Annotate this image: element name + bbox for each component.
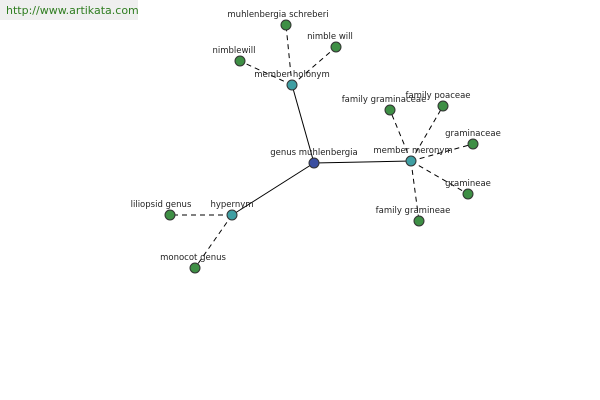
leaf-node-label[interactable]: family poaceae xyxy=(405,91,470,101)
edge-center-to-member-holonym xyxy=(291,84,315,164)
node-family-poaceae[interactable]: family poaceae xyxy=(405,91,471,112)
watermark-banner: http://www.artikata.com xyxy=(0,0,139,20)
edge-member-meronym-to-graminaceae xyxy=(410,143,474,162)
graph-edges xyxy=(170,24,474,269)
leaf-node-label[interactable]: liliopsid genus xyxy=(131,200,192,210)
node-center[interactable]: genus muhlenbergia xyxy=(270,148,358,169)
leaf-node-marker[interactable] xyxy=(413,215,425,227)
leaf-node-label[interactable]: monocot genus xyxy=(160,253,226,263)
leaf-node-marker[interactable] xyxy=(384,104,396,116)
relation-node-marker[interactable] xyxy=(286,79,298,91)
leaf-node-marker[interactable] xyxy=(330,41,342,53)
edge-member-meronym-to-family-poaceae xyxy=(410,105,444,162)
center-node-marker[interactable] xyxy=(308,157,320,169)
relation-node-marker[interactable] xyxy=(405,155,417,167)
node-graminaceae[interactable]: graminaceae xyxy=(445,129,501,150)
relation-node-marker[interactable] xyxy=(226,209,238,221)
node-member-holonym[interactable]: member holonym xyxy=(254,70,330,91)
relation-node-label[interactable]: member holonym xyxy=(254,70,329,80)
leaf-node-marker[interactable] xyxy=(437,100,449,112)
leaf-node-marker[interactable] xyxy=(280,19,292,31)
edge-member-meronym-to-family-graminaceae xyxy=(389,109,412,162)
node-member-meronym[interactable]: member meronym xyxy=(373,146,453,167)
edge-member-meronym-to-gramineae xyxy=(410,160,469,195)
leaf-node-label[interactable]: family graminaceae xyxy=(342,95,427,105)
node-gramineae[interactable]: gramineae xyxy=(445,179,491,200)
node-family-gramineae[interactable]: family gramineae xyxy=(376,206,451,227)
node-muhlenbergia-schreberi[interactable]: muhlenbergia schreberi xyxy=(227,10,329,31)
edge-center-to-hypernym xyxy=(231,162,315,216)
edge-member-holonym-to-nimble-will xyxy=(291,46,337,86)
node-nimblewill[interactable]: nimblewill xyxy=(212,46,256,67)
leaf-node-marker[interactable] xyxy=(467,138,479,150)
node-liliopsid-genus[interactable]: liliopsid genus xyxy=(131,200,192,221)
edge-member-holonym-to-nimblewill xyxy=(239,60,293,86)
node-nimble-will[interactable]: nimble will xyxy=(307,32,353,53)
leaf-node-marker[interactable] xyxy=(234,55,246,67)
leaf-node-label[interactable]: gramineae xyxy=(445,179,491,189)
leaf-node-label[interactable]: graminaceae xyxy=(445,129,501,139)
edge-member-holonym-to-muhlenbergia-schreberi xyxy=(285,24,293,86)
leaf-node-label[interactable]: muhlenbergia schreberi xyxy=(227,10,328,20)
leaf-node-marker[interactable] xyxy=(189,262,201,274)
relation-node-label[interactable]: member meronym xyxy=(373,146,452,156)
node-hypernym[interactable]: hypernym xyxy=(210,200,254,221)
watermark-link[interactable]: http://www.artikata.com xyxy=(6,4,139,17)
edge-center-to-member-meronym xyxy=(313,160,412,164)
relation-node-label[interactable]: hypernym xyxy=(210,200,253,210)
edge-member-meronym-to-family-gramineae xyxy=(410,160,420,222)
center-node-label[interactable]: genus muhlenbergia xyxy=(270,148,358,158)
graph-nodes: muhlenbergia schreberi nimblewill nimble w… xyxy=(131,10,501,274)
leaf-node-label[interactable]: family gramineae xyxy=(376,206,451,216)
leaf-node-label[interactable]: nimble will xyxy=(307,32,353,42)
leaf-node-label[interactable]: nimblewill xyxy=(212,46,255,56)
edge-hypernym-to-monocot-genus xyxy=(194,214,233,269)
leaf-node-marker[interactable] xyxy=(462,188,474,200)
leaf-node-marker[interactable] xyxy=(164,209,176,221)
node-family-graminaceae[interactable]: family graminaceae xyxy=(342,95,427,116)
node-monocot-genus[interactable]: monocot genus xyxy=(160,253,226,274)
